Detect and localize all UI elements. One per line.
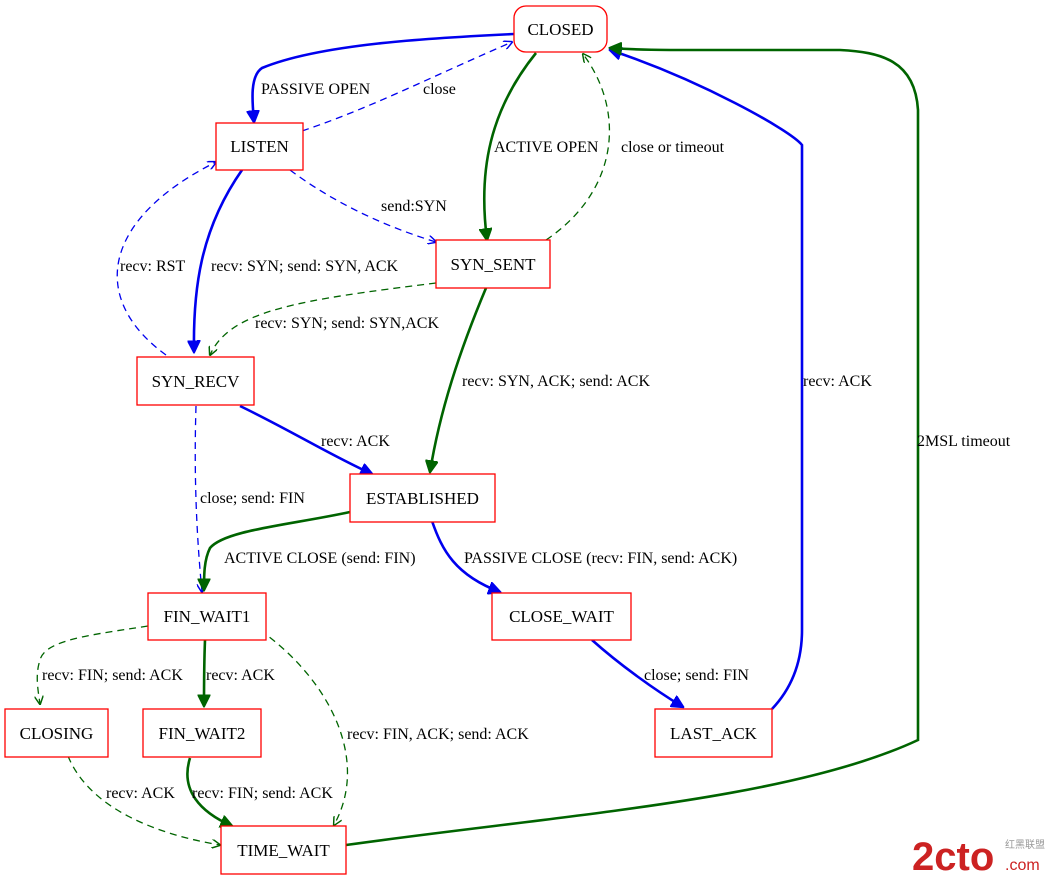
node-syn-recv: SYN_RECV (136, 356, 255, 406)
node-close-wait-label: CLOSE_WAIT (509, 607, 614, 626)
node-listen-label: LISTEN (230, 137, 289, 156)
node-listen: LISTEN (215, 122, 304, 171)
node-closing-label: CLOSING (20, 724, 94, 743)
node-last-ack: LAST_ACK (654, 708, 773, 758)
label-fin-wait1-recv-ack: recv: ACK (206, 667, 275, 684)
edge-closed-to-syn-sent (484, 52, 538, 240)
node-closing: CLOSING (4, 708, 109, 758)
node-established-label: ESTABLISHED (366, 489, 479, 508)
node-fin-wait1-label: FIN_WAIT1 (164, 607, 251, 626)
watermark-logo: 2cto .com 红黑联盟 (912, 835, 1045, 879)
watermark-brand-main: 2cto (912, 835, 994, 879)
node-last-ack-label: LAST_ACK (670, 724, 758, 743)
watermark-brand-suffix: .com (1005, 857, 1040, 874)
edge-syn-recv-to-listen (116, 162, 216, 356)
node-fin-wait1: FIN_WAIT1 (147, 592, 267, 641)
label-recv-syn-ack: recv: SYN, ACK; send: ACK (462, 373, 650, 390)
label-fin-wait2-recv-fin: recv: FIN; send: ACK (192, 785, 333, 802)
node-closed-label: CLOSED (527, 20, 593, 39)
edge-syn-sent-to-closed (545, 54, 610, 241)
edge-fin-wait1-to-fin-wait2 (204, 639, 205, 706)
node-close-wait: CLOSE_WAIT (491, 592, 632, 641)
node-syn-sent: SYN_SENT (435, 239, 551, 289)
label-simultaneous-open: recv: SYN; send: SYN,ACK (255, 315, 439, 332)
edge-last-ack-to-closed (610, 50, 804, 710)
edge-time-wait-to-closed (345, 48, 920, 847)
label-listen-close: close (423, 81, 456, 98)
node-established: ESTABLISHED (349, 473, 496, 523)
edge-fin-wait2-to-time-wait (186, 757, 232, 826)
edge-listen-to-closed (301, 42, 512, 132)
label-close-wait-close: close; send: FIN (644, 667, 749, 684)
label-passive-open: PASSIVE OPEN (261, 81, 371, 98)
label-fin-wait1-recv-fin-ack: recv: FIN, ACK; send: ACK (347, 726, 529, 743)
node-fin-wait2-label: FIN_WAIT2 (159, 724, 246, 743)
edge-closed-to-listen (252, 32, 515, 122)
label-syn-recv-ack: recv: ACK (321, 433, 390, 450)
label-last-ack-recv: recv: ACK (803, 373, 872, 390)
edge-syn-recv-to-established (239, 404, 372, 474)
node-time-wait: TIME_WAIT (220, 825, 347, 875)
label-recv-rst: recv: RST (120, 258, 186, 275)
label-2msl-timeout: 2MSL timeout (917, 433, 1011, 450)
label-listen-recv-syn: recv: SYN; send: SYN, ACK (211, 258, 399, 275)
edge-fin-wait1-to-time-wait (259, 629, 349, 825)
label-close-or-timeout: close or timeout (621, 139, 725, 156)
node-syn-sent-label: SYN_SENT (450, 255, 536, 274)
label-syn-recv-close: close; send: FIN (200, 490, 305, 507)
edge-listen-to-syn-sent (289, 169, 436, 242)
edge-closing-to-time-wait (67, 755, 220, 845)
node-syn-recv-label: SYN_RECV (152, 372, 241, 391)
label-active-close: ACTIVE CLOSE (send: FIN) (224, 550, 416, 567)
edge-syn-sent-to-established (430, 287, 488, 472)
label-closing-recv-ack: recv: ACK (106, 785, 175, 802)
label-passive-close: PASSIVE CLOSE (recv: FIN, send: ACK) (464, 550, 737, 567)
edge-established-to-fin-wait1 (204, 510, 351, 590)
node-fin-wait2: FIN_WAIT2 (142, 708, 262, 758)
label-fin-wait1-recv-fin: recv: FIN; send: ACK (42, 667, 183, 684)
watermark-brand-cn: 红黑联盟 (1005, 838, 1045, 851)
node-closed: CLOSED (513, 5, 608, 53)
label-active-open: ACTIVE OPEN (494, 139, 599, 156)
edge-established-to-close-wait (430, 520, 500, 592)
label-send-syn: send:SYN (381, 198, 447, 215)
node-time-wait-label: TIME_WAIT (237, 841, 330, 860)
edge-listen-to-syn-recv (194, 169, 244, 352)
edge-close-wait-to-last-ack (591, 639, 683, 707)
edge-fin-wait1-to-closing (37, 625, 149, 704)
edge-syn-sent-to-syn-recv (210, 282, 437, 355)
